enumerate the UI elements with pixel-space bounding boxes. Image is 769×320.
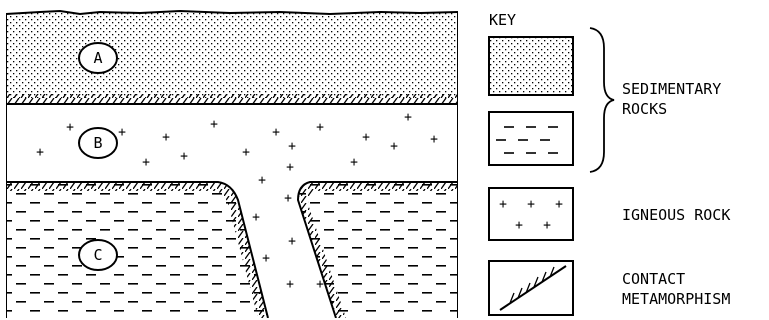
svg-text:+: + [499,197,507,212]
svg-text:+: + [262,251,270,266]
svg-text:+: + [162,130,170,145]
sedimentary-brace [590,28,614,172]
svg-text:+: + [36,145,44,160]
svg-text:+: + [180,149,188,164]
svg-text:+: + [210,117,218,132]
svg-text:+: + [242,145,250,160]
svg-text:+: + [118,125,126,140]
svg-text:+: + [515,218,523,233]
svg-text:+: + [390,139,398,154]
svg-text:+: + [252,210,260,225]
svg-text:+: + [555,197,563,212]
contact-zone-top [6,94,458,104]
layer-label-c: C [79,240,117,270]
layer-label-c-text: C [93,246,102,264]
svg-text:+: + [286,160,294,175]
svg-text:+: + [527,197,535,212]
svg-text:+: + [272,125,280,140]
svg-text:+: + [288,139,296,154]
layer-label-a: A [79,43,117,73]
svg-text:+: + [543,218,551,233]
key-label-contact-1: CONTACT [622,270,685,288]
key-swatch-shale [489,112,573,165]
key-label-igneous: IGNEOUS ROCK [622,206,730,224]
svg-text:+: + [404,110,412,125]
key-title: KEY [489,11,516,29]
svg-text:+: + [286,277,294,292]
layer-a-sandstone [6,11,458,98]
svg-text:+: + [288,234,296,249]
svg-text:+: + [316,120,324,135]
layer-label-b: B [79,128,117,158]
key: KEY SEDIMENTARY ROCKS + + + + + [489,11,730,315]
layer-label-b-text: B [93,134,102,152]
svg-text:+: + [258,173,266,188]
layer-label-a-text: A [93,49,102,67]
key-label-sedimentary-2: ROCKS [622,100,667,118]
svg-text:+: + [350,155,358,170]
svg-text:+: + [430,132,438,147]
key-swatch-igneous: + + + + + [489,188,573,240]
key-swatch-sandstone [489,37,573,95]
svg-text:+: + [362,130,370,145]
key-label-contact-2: METAMORPHISM [622,290,730,308]
svg-text:+: + [284,191,292,206]
svg-text:+: + [142,155,150,170]
key-swatch-contact-metamorphism [489,261,573,315]
svg-text:+: + [316,277,324,292]
svg-text:+: + [66,120,74,135]
cross-section: + + + + + + + + + + + + + + + + + + + + … [6,11,458,318]
key-label-sedimentary-1: SEDIMENTARY [622,80,721,98]
